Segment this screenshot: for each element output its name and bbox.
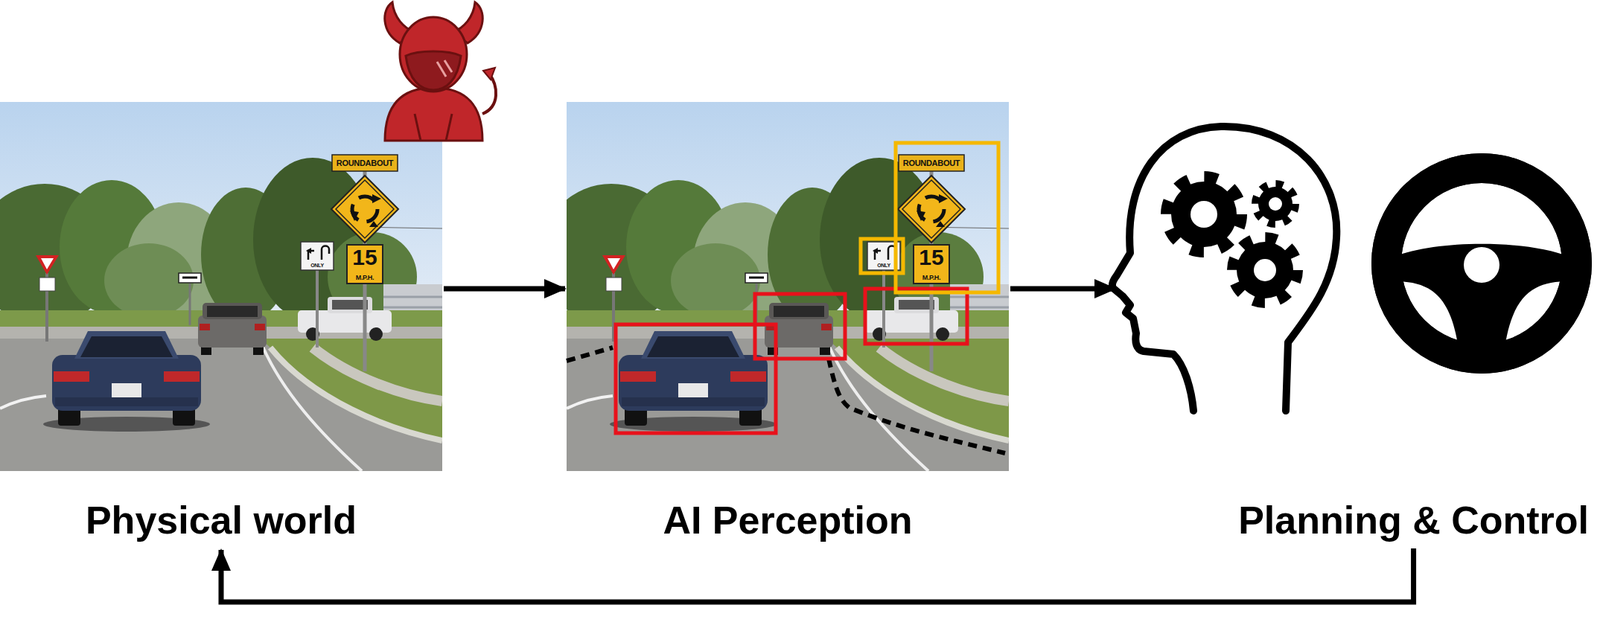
steering-wheel-icon	[1371, 153, 1592, 374]
sign-text: M.P.H.	[922, 274, 942, 282]
sign-text: 15	[352, 246, 377, 269]
stage-caption: AI Perception	[662, 498, 913, 543]
stage-panel: AI Perception	[566, 102, 1009, 543]
sign-text: M.P.H.	[355, 274, 375, 282]
sign-text: ROUNDABOUT	[903, 159, 960, 168]
stage-caption: Planning & Control	[1238, 498, 1589, 543]
stage-caption: Physical world	[85, 498, 357, 543]
sign-text: ONLY	[877, 262, 891, 269]
brain-icon	[1112, 126, 1337, 411]
physical-world-photo	[0, 102, 443, 472]
flow-arrow	[221, 548, 1414, 603]
sign-text: ROUNDABOUT	[336, 159, 394, 168]
sign-text: ONLY	[310, 262, 324, 269]
sign-text: 15	[918, 246, 944, 269]
ai-perception-photo	[540, 102, 1009, 472]
flow-arrow	[443, 286, 566, 292]
stage-panel: Planning & Control	[1116, 134, 1594, 543]
stage-panel: Physical world	[0, 102, 443, 543]
flow-arrow	[1010, 286, 1116, 292]
attacker-icon	[384, 2, 496, 141]
